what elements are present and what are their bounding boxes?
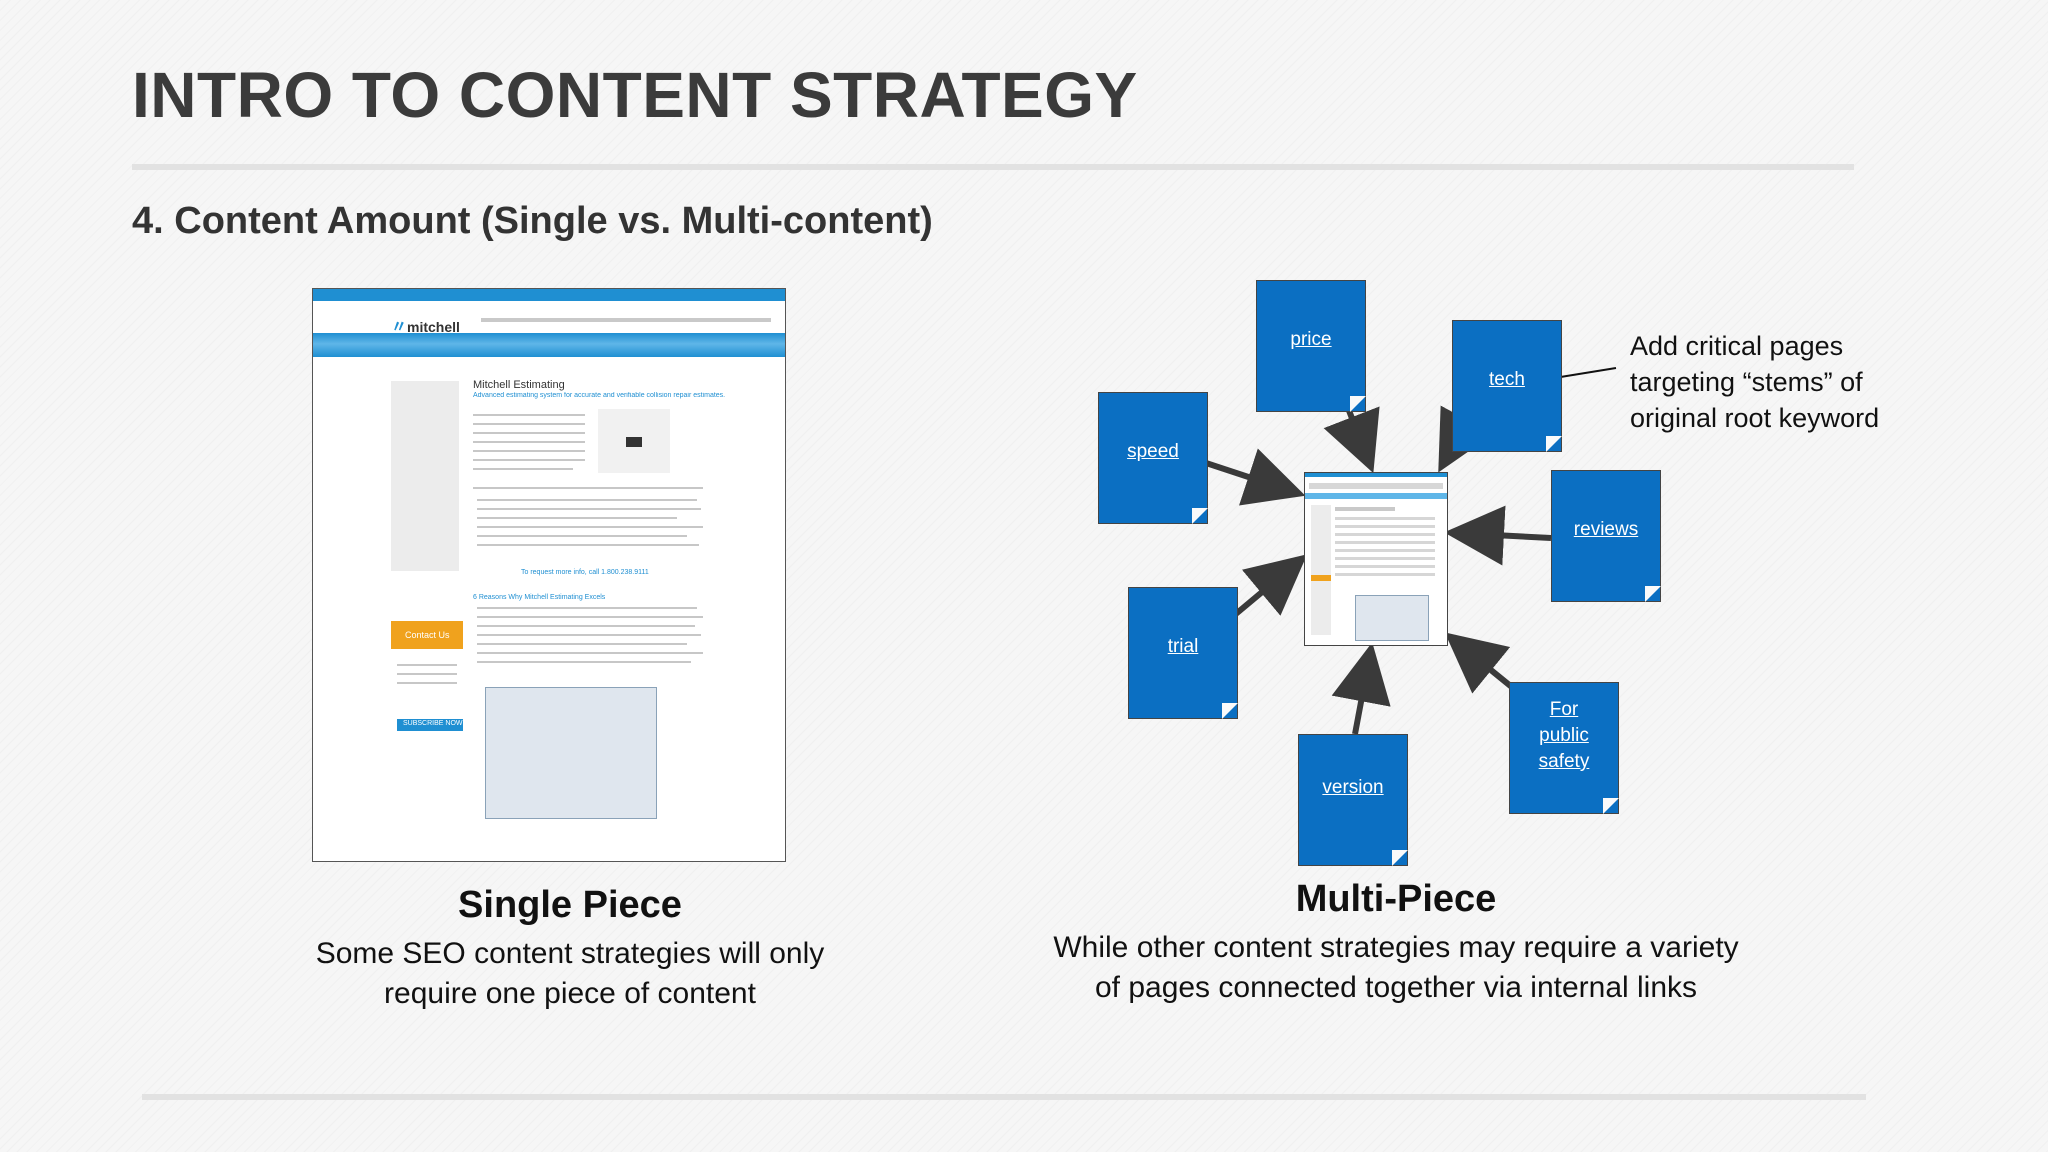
annotation-line-2: targeting “stems” of — [1630, 367, 1863, 397]
page-note-trial[interactable]: trial — [1128, 587, 1238, 719]
slide-subtitle: 4. Content Amount (Single vs. Multi-cont… — [132, 200, 933, 242]
page-banner — [313, 333, 785, 357]
page-section-heading: 6 Reasons Why Mitchell Estimating Excels — [473, 594, 606, 601]
slide-title: INTRO TO CONTENT STRATEGY — [132, 59, 1138, 131]
multi-piece-description-line-1: While other content strategies may requi… — [1053, 931, 1739, 964]
page-logo: 〃mitchell — [391, 319, 460, 336]
page-note-speed[interactable]: speed — [1098, 392, 1208, 524]
stems-annotation: Add critical pages targeting “stems” of … — [1630, 328, 1879, 436]
page-nav-bar — [481, 318, 771, 322]
page-heading: Mitchell Estimating — [473, 379, 565, 391]
footer-divider — [142, 1094, 1866, 1100]
multi-piece-heading: Multi-Piece — [1295, 878, 1497, 920]
multi-piece-description-line-2: of pages connected together via internal… — [1094, 971, 1698, 1004]
page-sidebar — [391, 381, 459, 571]
subscribe-button: SUBSCRIBE NOW — [397, 719, 463, 731]
single-piece-description-line-2: require one piece of content — [384, 977, 756, 1010]
page-note-safety[interactable]: For public safety — [1509, 682, 1619, 814]
contact-us-button: Contact Us — [391, 621, 463, 649]
annotation-line-1: Add critical pages — [1630, 331, 1844, 361]
single-piece-description-line-1: Some SEO content strategies will only — [315, 937, 825, 970]
single-page-screenshot: 〃mitchell Mitchell Estimating Advanced e… — [312, 288, 786, 862]
single-piece-heading: Single Piece — [458, 884, 682, 926]
play-icon — [626, 437, 642, 447]
page-subheading: Advanced estimating system for accurate … — [473, 392, 726, 399]
page-top-bar — [313, 289, 785, 301]
page-callout: To request more info, call 1.800.238.911… — [521, 569, 649, 576]
page-note-reviews[interactable]: reviews — [1551, 470, 1661, 602]
page-product-screenshot — [485, 687, 657, 819]
center-page-thumbnail — [1304, 472, 1448, 646]
page-note-price[interactable]: price — [1256, 280, 1366, 412]
page-note-tech[interactable]: tech — [1452, 320, 1562, 452]
annotation-line-3: original root keyword — [1630, 403, 1880, 433]
page-note-version[interactable]: version — [1298, 734, 1408, 866]
title-divider — [132, 164, 1854, 170]
